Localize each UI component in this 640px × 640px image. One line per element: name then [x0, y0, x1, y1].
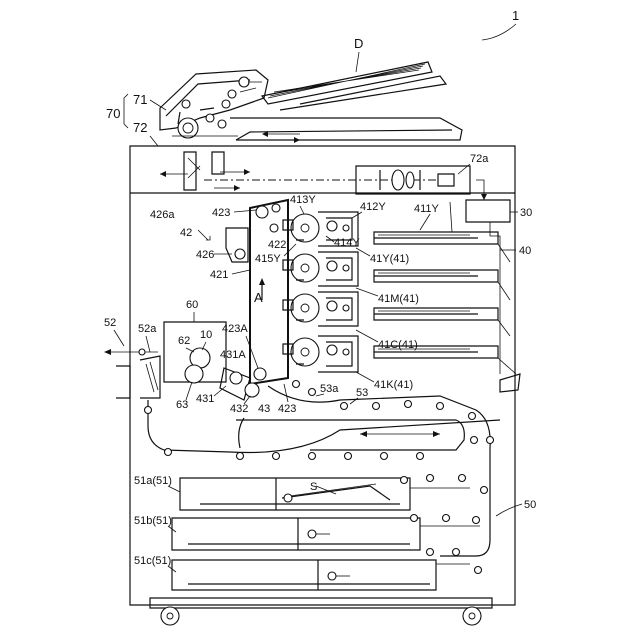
label-unit-413Y: 413Y [290, 194, 316, 206]
label-unit-40: 40 [519, 245, 531, 257]
label-unit-53a: 53a [320, 383, 339, 395]
label-fig-ref: 1 [512, 8, 519, 23]
label-unit-432: 432 [230, 403, 248, 415]
label-unit-51b: 51b(51) [134, 515, 172, 527]
base-casters [150, 598, 492, 625]
label-unit-412Y: 412Y [360, 201, 386, 213]
label-unit-431: 431 [196, 393, 214, 405]
label-unit-53: 53 [356, 387, 368, 399]
label-unit-426: 426 [196, 249, 214, 261]
label-unit-423: 423 [212, 207, 230, 219]
label-unit-63: 63 [176, 399, 188, 411]
label-unit-60: 60 [186, 299, 198, 311]
label-unit-72: 72 [133, 120, 147, 135]
figure-reference: 1 [482, 8, 519, 40]
label-unit-421: 421 [210, 269, 228, 281]
paper-output: 52 52a [104, 317, 160, 398]
label-unit-41C: 41C(41) [378, 339, 418, 351]
label-unit-30: 30 [520, 207, 532, 219]
label-unit-72a: 72a [470, 153, 489, 165]
label-unit-71: 71 [133, 92, 147, 107]
label-unit-423b: 423 [278, 403, 296, 415]
label-document: D [354, 36, 363, 51]
label-unit-41K: 41K(41) [374, 379, 413, 391]
label-unit-411Y: 411Y [414, 203, 440, 215]
label-unit-414Y: 414Y [334, 237, 360, 249]
label-unit-41Y: 41Y(41) [370, 253, 409, 265]
label-unit-52: 52 [104, 317, 116, 329]
label-unit-43: 43 [258, 403, 270, 415]
image-forming-units: 412Y 413Y 414Y 415Y 422 41Y(41) 41M(41) … [255, 194, 419, 391]
label-unit-51c: 51c(51) [134, 555, 171, 567]
label-unit-S: S [310, 481, 317, 493]
label-unit-10: 10 [200, 329, 212, 341]
label-unit-415Y: 415Y [255, 253, 281, 265]
label-unit-42: 42 [180, 227, 192, 239]
label-unit-62: 62 [178, 335, 190, 347]
paper-trays: S 51a(51) 51b(51) 51c(51) 50 [134, 437, 536, 591]
label-unit-41M: 41M(41) [378, 293, 419, 305]
label-unit-51a: 51a(51) [134, 475, 172, 487]
label-arrow-A: A [254, 290, 263, 305]
label-unit-422: 422 [268, 239, 286, 251]
label-unit-50: 50 [524, 499, 536, 511]
label-unit-426a: 426a [150, 209, 175, 221]
label-unit-52a: 52a [138, 323, 157, 335]
transfer-belt-unit: A 423 426a 42 426 421 423A [150, 200, 288, 384]
document-feeder: D 70 71 72 [106, 36, 462, 146]
label-unit-70: 70 [106, 106, 120, 121]
label-unit-431A: 431A [220, 349, 246, 361]
